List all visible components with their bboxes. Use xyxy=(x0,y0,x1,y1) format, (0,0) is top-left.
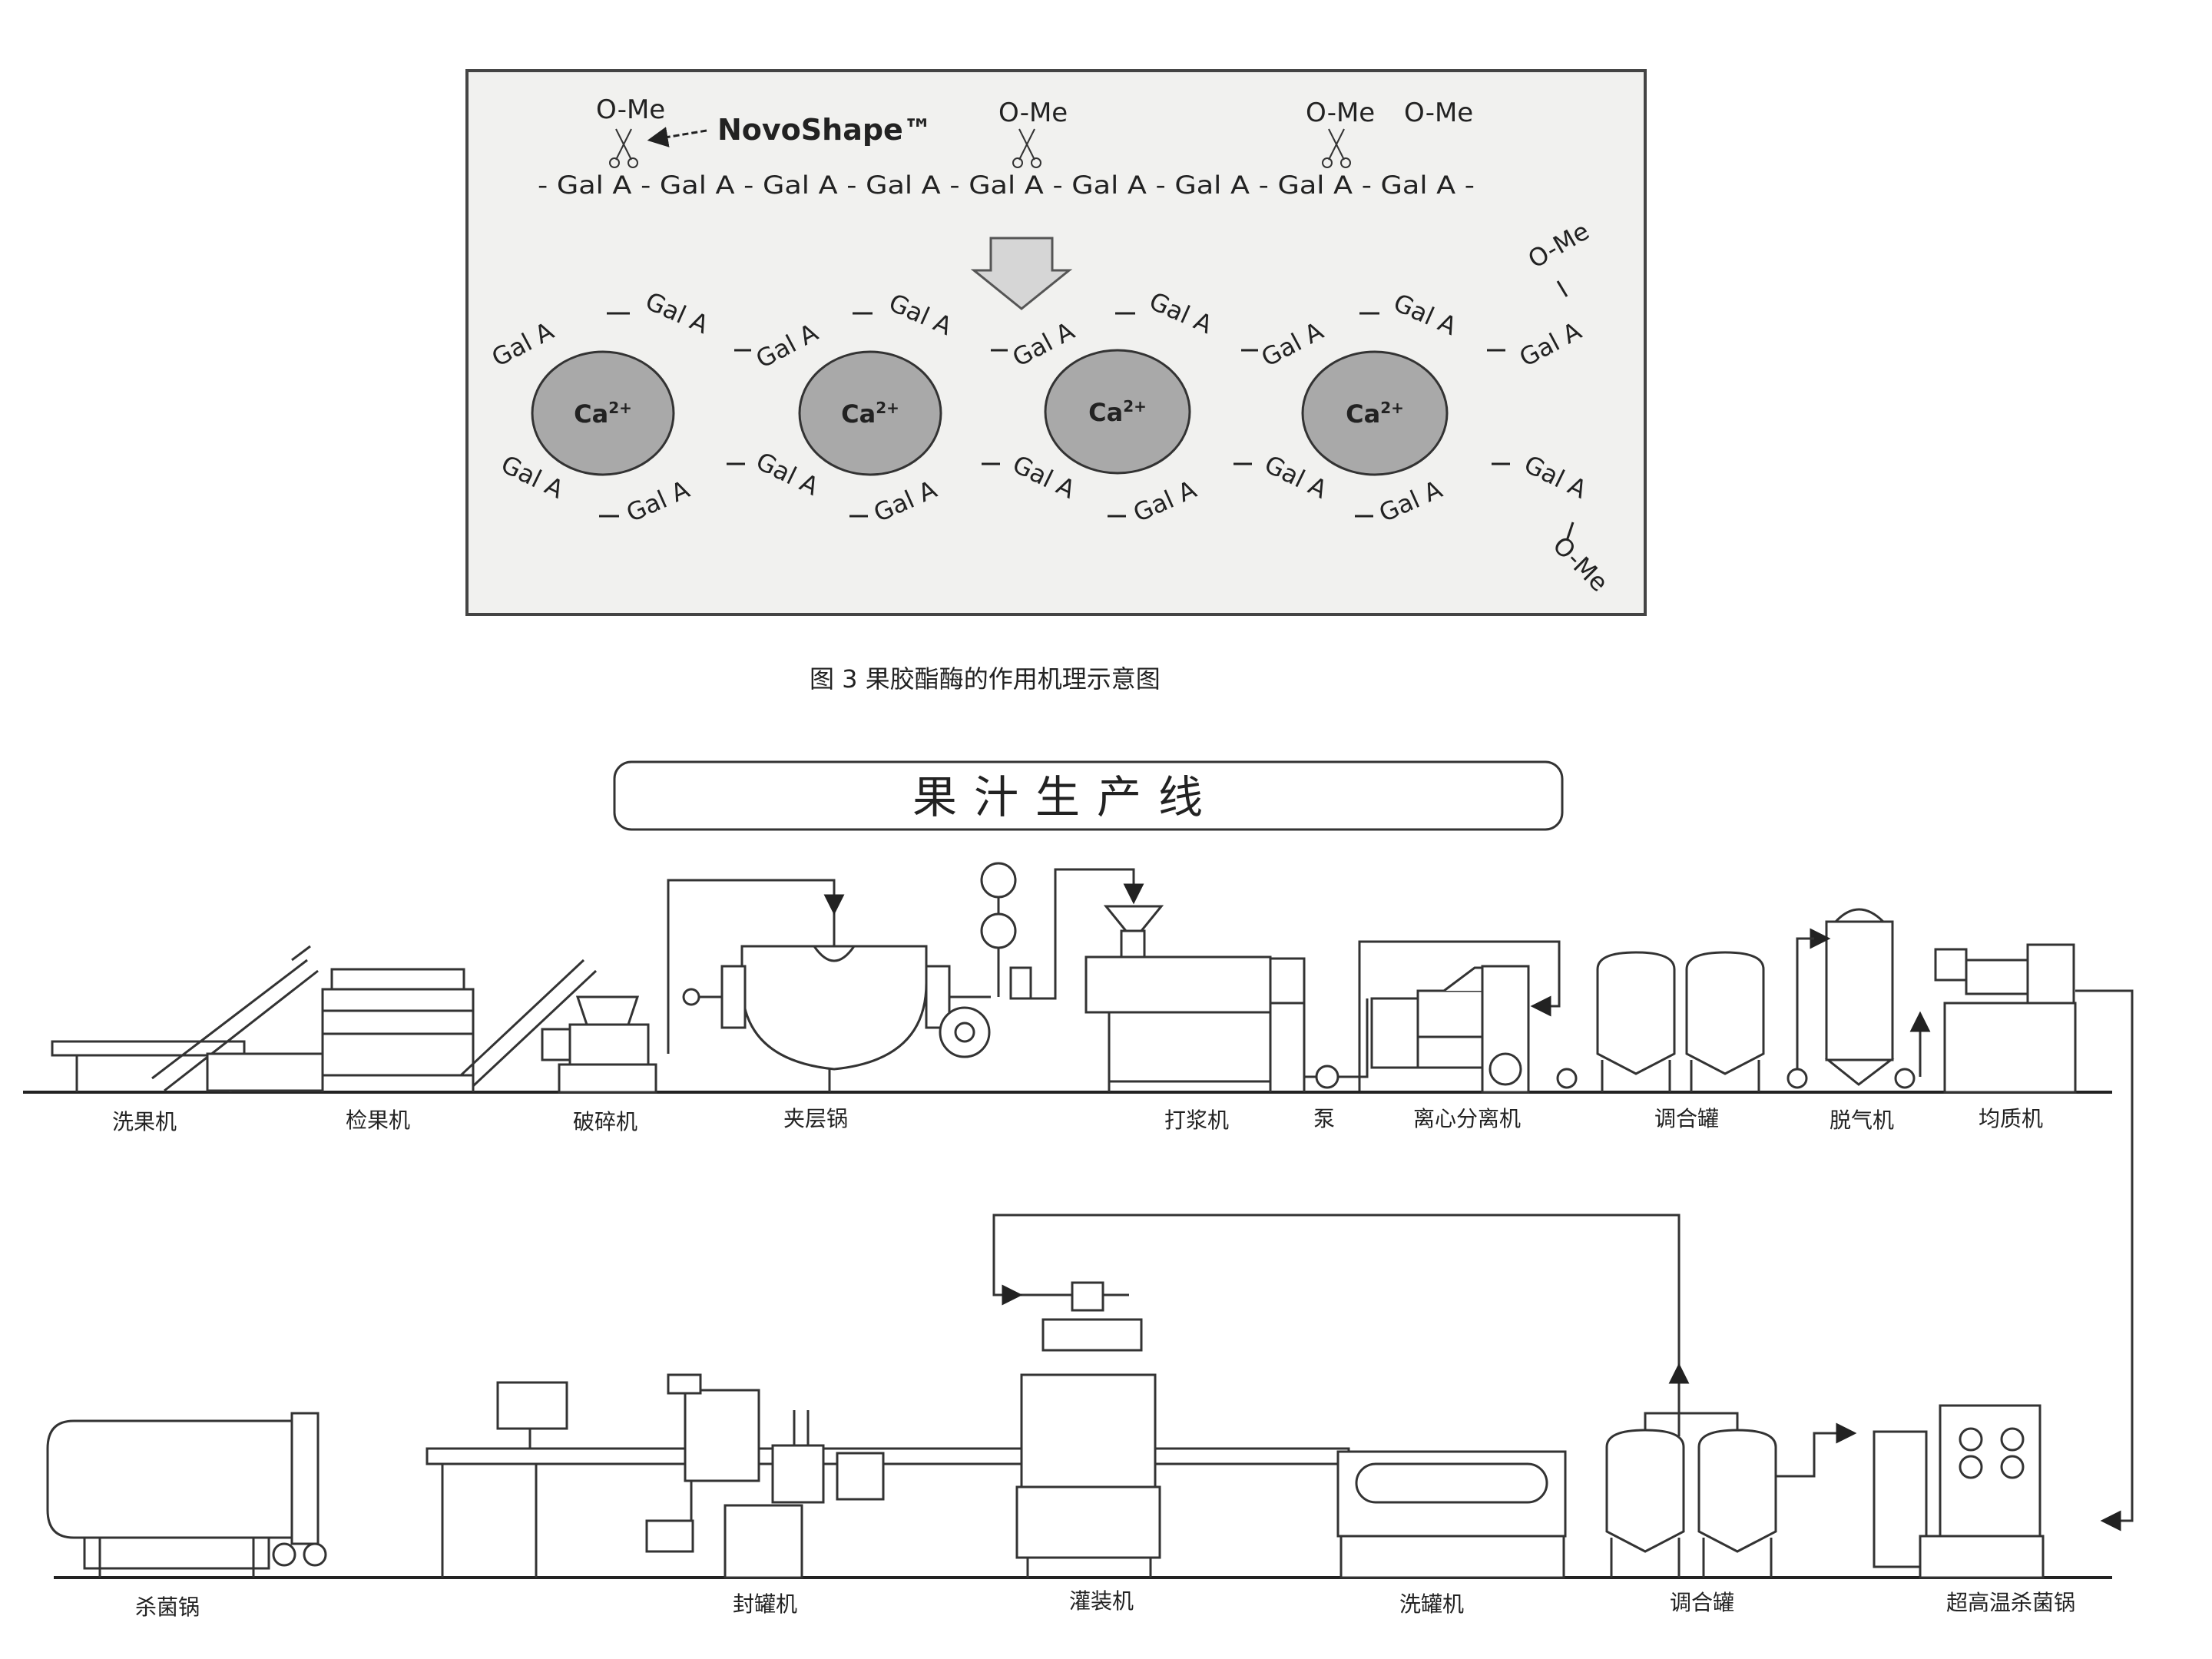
ome-label-3: O-Me xyxy=(1306,98,1375,128)
calcium-ion: Ca2+ xyxy=(1044,349,1191,475)
deaerator xyxy=(1796,908,1895,1086)
label-jacketed-kettle: 夹层锅 xyxy=(783,1106,848,1131)
tank-link xyxy=(1644,1367,1739,1430)
fruit-washer xyxy=(51,945,319,1092)
bond-line xyxy=(1565,522,1575,541)
label-blending-tank-top: 调合罐 xyxy=(1654,1106,1719,1131)
blending-tank xyxy=(1685,951,1765,1092)
pump xyxy=(1894,1068,1916,1089)
label-deaerator: 脱气机 xyxy=(1830,1108,1894,1133)
label-filling-machine: 灌装机 xyxy=(1069,1588,1134,1614)
scissors-icon xyxy=(1012,128,1041,168)
label-blending-tank-bottom: 调合罐 xyxy=(1670,1590,1734,1615)
label-centrifuge: 离心分离机 xyxy=(1413,1106,1521,1131)
pump xyxy=(1786,1068,1808,1089)
svg-text:Ca2+: Ca2+ xyxy=(1088,397,1147,427)
svg-text:Ca2+: Ca2+ xyxy=(574,399,632,429)
svg-text:Ca2+: Ca2+ xyxy=(841,399,899,429)
label-pulper: 打浆机 xyxy=(1164,1108,1229,1133)
enzyme-pointer-arrow xyxy=(647,127,707,147)
label-fruit-sorter: 检果机 xyxy=(346,1108,410,1133)
line-title: 果汁生产线 xyxy=(912,771,1220,823)
galacturonic-chain: - Gal A - Gal A - Gal A - Gal A - Gal A … xyxy=(538,171,1475,200)
ome-label-1: O-Me xyxy=(596,94,665,125)
can-washer xyxy=(1336,1450,1567,1579)
jacketed-kettle xyxy=(682,862,1032,1092)
scissors-icon xyxy=(1322,128,1351,168)
down-arrow-icon xyxy=(970,237,1073,310)
tank-feed xyxy=(1776,1422,1857,1478)
fruit-crusher xyxy=(541,995,657,1094)
calcium-ion: Ca2+ xyxy=(531,350,675,476)
can-seamer xyxy=(645,1373,885,1579)
top-equipment-labels: 洗果机 检果机 破碎机 夹层锅 打浆机 泵 离心分离机 调合罐 脱气机 均质机 xyxy=(112,1106,2043,1134)
bond-dashes xyxy=(599,312,1510,518)
bottom-equipment-labels: 杀菌锅 封罐机 灌装机 洗罐机 调合罐 超高温杀菌锅 xyxy=(135,1588,2075,1620)
calcium-ion: Ca2+ xyxy=(1301,350,1449,476)
figure-caption: 图 3 果胶酯酶的作用机理示意图 xyxy=(810,664,1161,694)
return-pipe xyxy=(2075,989,2134,1532)
filling-machine xyxy=(998,1281,1161,1578)
ome-label-4: O-Me xyxy=(1404,98,1473,128)
label-pump: 泵 xyxy=(1313,1106,1335,1131)
label-crusher: 破碎机 xyxy=(573,1109,637,1134)
conveyor xyxy=(426,1381,1350,1578)
svg-text:Ca2+: Ca2+ xyxy=(1346,399,1404,429)
bond-line xyxy=(1556,280,1568,297)
label-homogenizer: 均质机 xyxy=(1979,1106,2043,1131)
separator-pipe xyxy=(1358,940,1561,1091)
pump xyxy=(1304,998,1369,1089)
novoshape-label: NovoShape™ xyxy=(717,113,932,147)
blending-tank xyxy=(1605,1429,1685,1578)
pump xyxy=(1556,1068,1578,1089)
ome-label-2: O-Me xyxy=(998,98,1068,128)
pectinase-mechanism-figure: O-Me O-Me O-Me O-Me NovoShape™ - Gal A -… xyxy=(465,69,1647,616)
centrifugal-separator xyxy=(1370,965,1530,1094)
label-can-seamer: 封罐机 xyxy=(733,1591,797,1617)
label-sterilizer: 杀菌锅 xyxy=(135,1594,200,1620)
blending-tank xyxy=(1596,951,1676,1092)
pulping-machine xyxy=(1084,905,1306,1092)
figure-frame xyxy=(465,69,1647,616)
feed-pipe xyxy=(667,879,834,1054)
fruit-sorter xyxy=(206,959,598,1092)
label-can-washer: 洗罐机 xyxy=(1399,1591,1464,1617)
homogenizer xyxy=(1934,943,2077,1094)
scissors-icon xyxy=(609,128,638,168)
line-title-box xyxy=(613,760,1564,831)
blending-tank xyxy=(1697,1429,1777,1578)
return-pipe-filler xyxy=(992,1214,1681,1436)
feed-pipe xyxy=(1031,868,1144,1000)
sterilizer-retort xyxy=(46,1412,327,1578)
label-fruit-washer: 洗果机 xyxy=(112,1109,177,1134)
calcium-ion: Ca2+ xyxy=(798,350,942,476)
uht-sterilizer xyxy=(1873,1404,2045,1579)
label-uht-sterilizer: 超高温杀菌锅 xyxy=(1946,1590,2075,1615)
